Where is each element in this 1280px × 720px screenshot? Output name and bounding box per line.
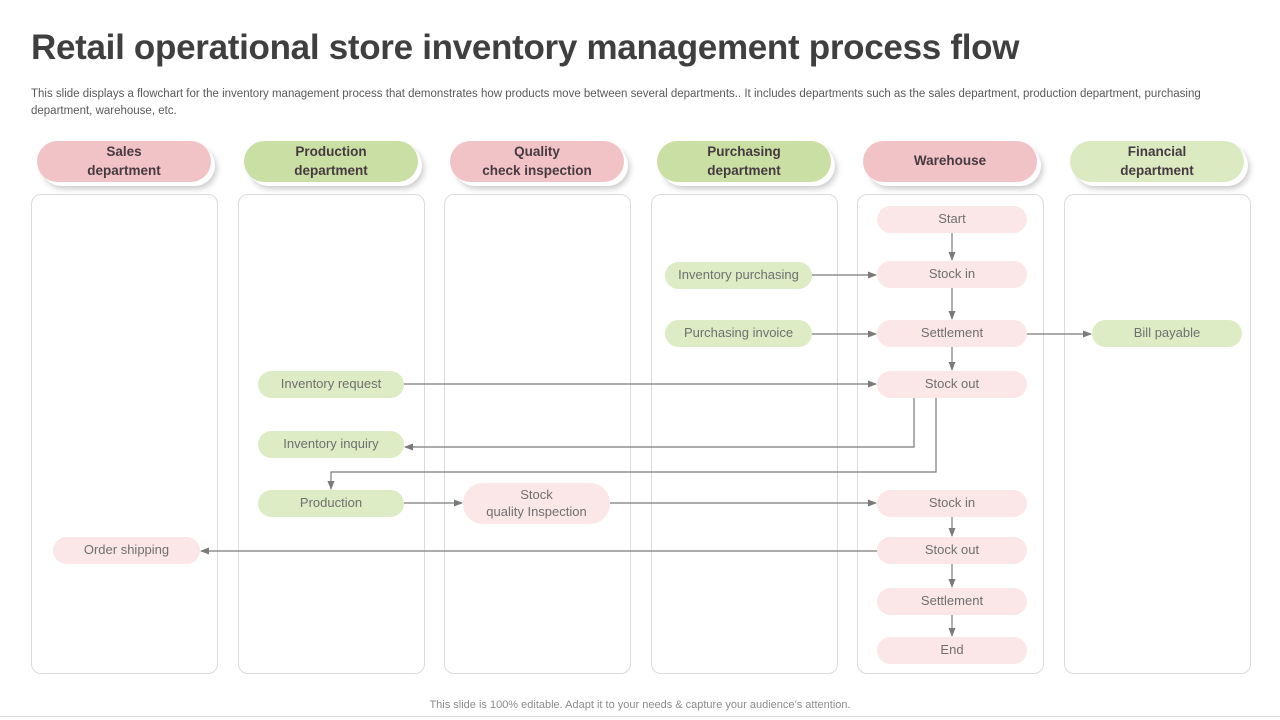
flow-node-settlement-2: Settlement (877, 588, 1027, 615)
flow-node-order-shipping: Order shipping (53, 537, 200, 564)
lane-quality-check-inspection: Quality check inspection (444, 141, 631, 674)
lane-purchasing-department: Purchasing department (651, 141, 838, 674)
flow-node-end: End (877, 637, 1027, 664)
lane-header-production: Production department (244, 141, 418, 182)
flow-node-settlement-1: Settlement (877, 320, 1027, 347)
flow-node-production: Production (258, 490, 404, 517)
lane-box-quality (444, 194, 631, 674)
lane-production-department: Production department (238, 141, 425, 674)
flow-node-bill-payable: Bill payable (1092, 320, 1242, 347)
lane-header-quality: Quality check inspection (450, 141, 624, 182)
lane-sales-department: Sales department (31, 141, 218, 674)
flow-node-stock-out-2: Stock out (877, 537, 1027, 564)
lane-box-financial (1064, 194, 1251, 674)
flow-node-stock-in-2: Stock in (877, 490, 1027, 517)
flow-node-inventory-request: Inventory request (258, 371, 404, 398)
flow-node-stock-quality-inspection: Stock quality Inspection (463, 483, 610, 524)
lane-header-purchasing: Purchasing department (657, 141, 831, 182)
page-title: Retail operational store inventory manag… (31, 28, 1020, 67)
footer-note: This slide is 100% editable. Adapt it to… (429, 699, 851, 711)
lane-financial-department: Financial department (1064, 141, 1251, 674)
lane-header-sales: Sales department (37, 141, 211, 182)
flow-node-purchasing-invoice: Purchasing invoice (665, 320, 812, 347)
flow-node-inventory-inquiry: Inventory inquiry (258, 431, 404, 458)
lane-box-sales (31, 194, 218, 674)
lane-header-financial: Financial department (1070, 141, 1244, 182)
flow-node-inventory-purchasing: Inventory purchasing (665, 262, 812, 289)
flow-node-stock-in-1: Stock in (877, 261, 1027, 288)
flow-node-stock-out-1: Stock out (877, 371, 1027, 398)
slide-description: This slide displays a flowchart for the … (31, 88, 1201, 117)
flow-node-start: Start (877, 206, 1027, 233)
bottom-divider (0, 716, 1280, 717)
lane-header-warehouse: Warehouse (863, 141, 1037, 182)
